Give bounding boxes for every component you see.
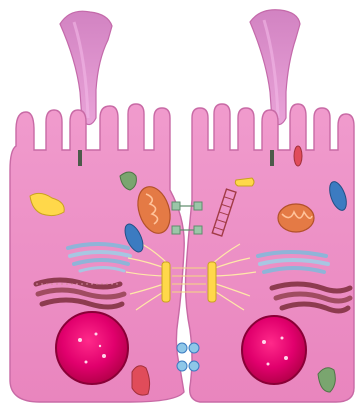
right-red-vesicle <box>294 146 302 166</box>
left-red-vesicle <box>132 366 150 395</box>
right-basal-body <box>270 150 274 166</box>
left-basal-body <box>78 150 82 166</box>
right-mitochondrion <box>278 204 314 232</box>
right-nucleus <box>242 316 306 384</box>
left-nucleus <box>56 312 128 384</box>
